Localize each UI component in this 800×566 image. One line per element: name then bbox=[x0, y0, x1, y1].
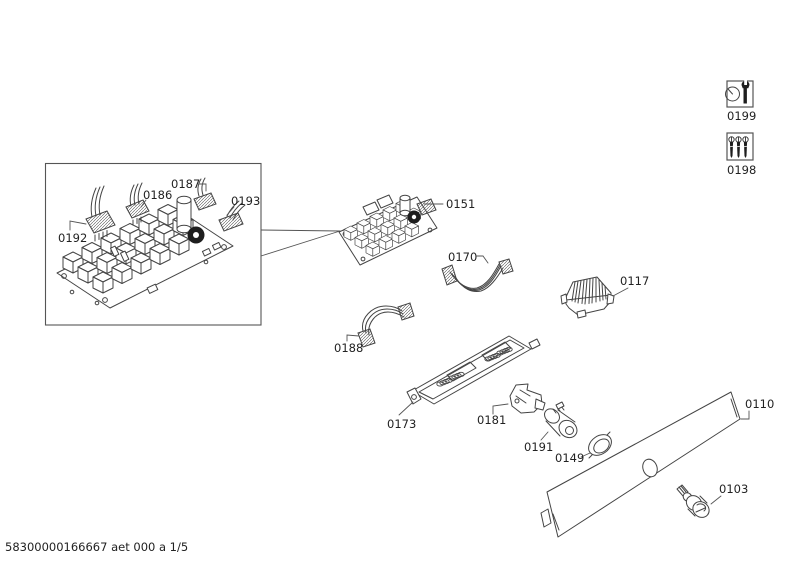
document-id-footer: 58300000166667 aet 000 a 1/5 bbox=[5, 540, 188, 554]
ribbon-cable-0170 bbox=[441, 258, 514, 292]
part-label-0191[interactable]: 0191 bbox=[524, 440, 553, 454]
part-label-0110[interactable]: 0110 bbox=[745, 397, 774, 411]
part-label-0198[interactable]: 0198 bbox=[727, 163, 756, 177]
part-label-0187[interactable]: 0187 bbox=[171, 177, 200, 191]
part-label-0192[interactable]: 0192 bbox=[58, 231, 87, 245]
connector-0192 bbox=[85, 185, 116, 242]
part-label-0199[interactable]: 0199 bbox=[727, 109, 756, 123]
power-module-0151-drawing bbox=[338, 194, 438, 266]
part-label-0170[interactable]: 0170 bbox=[448, 250, 477, 264]
part-label-0173[interactable]: 0173 bbox=[387, 417, 416, 431]
part-label-0149[interactable]: 0149 bbox=[555, 451, 584, 465]
part-label-0181[interactable]: 0181 bbox=[477, 413, 506, 427]
part-label-0103[interactable]: 0103 bbox=[719, 482, 748, 496]
leader-lines bbox=[69, 183, 750, 505]
part-label-0188[interactable]: 0188 bbox=[334, 341, 363, 355]
part-label-0193[interactable]: 0193 bbox=[231, 194, 260, 208]
transformer-0117 bbox=[560, 276, 615, 319]
latch-part-0181 bbox=[509, 383, 546, 414]
support-bracket-0173 bbox=[406, 335, 541, 405]
part-label-0186[interactable]: 0186 bbox=[143, 188, 172, 202]
ring-0149 bbox=[588, 431, 612, 459]
power-module-detail-drawing bbox=[56, 177, 246, 309]
part-label-0117[interactable]: 0117 bbox=[620, 274, 649, 288]
capacitor-cylinder bbox=[176, 195, 192, 234]
part-label-0151[interactable]: 0151 bbox=[446, 197, 475, 211]
jumper-cable-0188 bbox=[357, 302, 415, 348]
connector-0187 bbox=[193, 177, 217, 211]
zoom-callout-box bbox=[44, 162, 341, 326]
socket-0191 bbox=[544, 401, 578, 439]
control-panel-0110 bbox=[540, 391, 741, 538]
screw-glyphs bbox=[728, 136, 749, 158]
service-tools-icon[interactable] bbox=[725, 79, 754, 108]
knob-0103 bbox=[676, 484, 710, 518]
screws-icon[interactable] bbox=[726, 132, 754, 161]
